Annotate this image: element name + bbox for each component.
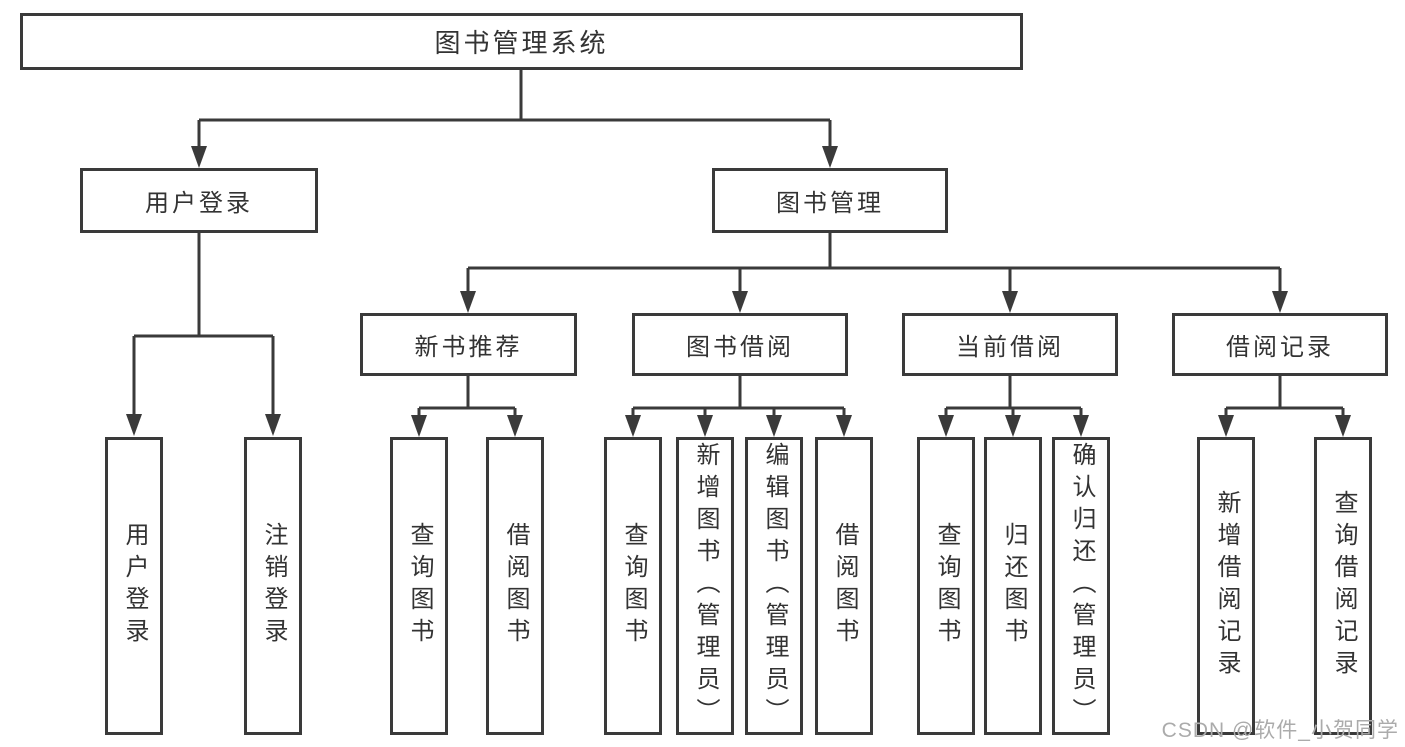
leaf-logout-label: 注销登录	[260, 522, 287, 650]
leaf-add-books-admin: 新增图书（管理员）	[676, 437, 734, 735]
arrowhead	[1005, 415, 1021, 437]
leaf-current-query-books-label: 查询图书	[933, 522, 960, 650]
node-book-management: 图书管理	[712, 168, 948, 233]
leaf-user-login-label: 用户登录	[121, 522, 148, 650]
leaf-query-borrow-record: 查询借阅记录	[1314, 437, 1372, 735]
leaf-new-books-query: 查询图书	[390, 437, 448, 735]
node-new-book-recommend: 新书推荐	[360, 313, 577, 376]
leaf-return-books-label: 归还图书	[1000, 522, 1027, 650]
arrowhead	[938, 415, 954, 437]
leaf-query-borrow-record-label: 查询借阅记录	[1330, 490, 1357, 682]
leaf-logout: 注销登录	[244, 437, 302, 735]
leaf-add-borrow-record-label: 新增借阅记录	[1213, 490, 1240, 682]
node-borrow-records-label: 借阅记录	[1226, 334, 1334, 361]
connector-user-login-to-leaves	[126, 233, 281, 436]
connector-root-to-level2	[191, 70, 838, 168]
leaf-new-books-borrow-label: 借阅图书	[502, 522, 529, 650]
leaf-borrow-books: 借阅图书	[815, 437, 873, 735]
arrowhead	[460, 291, 476, 313]
arrowhead	[1335, 415, 1351, 437]
connector-new-book-recommend-to-leaves	[411, 376, 523, 437]
arrowhead	[1002, 291, 1018, 313]
leaf-borrow-query-books-label: 查询图书	[620, 522, 647, 650]
node-root-label: 图书管理系统	[434, 28, 609, 58]
leaf-confirm-return-admin-label: 确认归还（管理员）	[1068, 442, 1095, 730]
node-user-login-label: 用户登录	[145, 190, 253, 217]
arrowhead	[625, 415, 641, 437]
leaf-edit-books-admin: 编辑图书（管理员）	[745, 437, 803, 735]
arrowhead	[191, 146, 207, 168]
arrowhead	[507, 415, 523, 437]
connector-borrow-records-to-leaves	[1218, 376, 1351, 437]
node-book-borrow: 图书借阅	[632, 313, 848, 376]
leaf-borrow-books-label: 借阅图书	[831, 522, 858, 650]
arrowhead	[1218, 415, 1234, 437]
node-book-management-label: 图书管理	[776, 190, 884, 217]
node-root: 图书管理系统	[20, 13, 1023, 70]
arrowhead	[411, 415, 427, 437]
leaf-current-query-books: 查询图书	[917, 437, 975, 735]
watermark: CSDN @软件_小贺同学	[1161, 719, 1399, 742]
leaf-confirm-return-admin: 确认归还（管理员）	[1052, 437, 1110, 735]
arrowhead	[822, 146, 838, 168]
leaf-new-books-query-label: 查询图书	[406, 522, 433, 650]
leaf-new-books-borrow: 借阅图书	[486, 437, 544, 735]
leaf-user-login: 用户登录	[105, 437, 163, 735]
leaf-return-books: 归还图书	[984, 437, 1042, 735]
node-book-borrow-label: 图书借阅	[686, 334, 794, 361]
node-current-borrow: 当前借阅	[902, 313, 1118, 376]
connector-book-management-to-level3	[460, 233, 1288, 313]
arrowhead	[1272, 291, 1288, 313]
leaf-edit-books-admin-label: 编辑图书（管理员）	[761, 442, 788, 730]
connector-book-borrow-to-leaves	[625, 376, 852, 437]
arrowhead	[126, 414, 142, 436]
leaf-add-borrow-record: 新增借阅记录	[1197, 437, 1255, 735]
arrowhead	[836, 415, 852, 437]
arrowhead	[265, 414, 281, 436]
node-new-book-recommend-label: 新书推荐	[414, 334, 523, 361]
arrowhead	[732, 291, 748, 313]
arrowhead	[697, 415, 713, 437]
leaf-borrow-query-books: 查询图书	[604, 437, 662, 735]
connector-current-borrow-to-leaves	[938, 376, 1089, 437]
arrowhead	[766, 415, 782, 437]
node-current-borrow-label: 当前借阅	[956, 334, 1064, 361]
node-borrow-records: 借阅记录	[1172, 313, 1388, 376]
node-user-login: 用户登录	[80, 168, 318, 233]
leaf-add-books-admin-label: 新增图书（管理员）	[692, 442, 719, 730]
arrowhead	[1073, 415, 1089, 437]
